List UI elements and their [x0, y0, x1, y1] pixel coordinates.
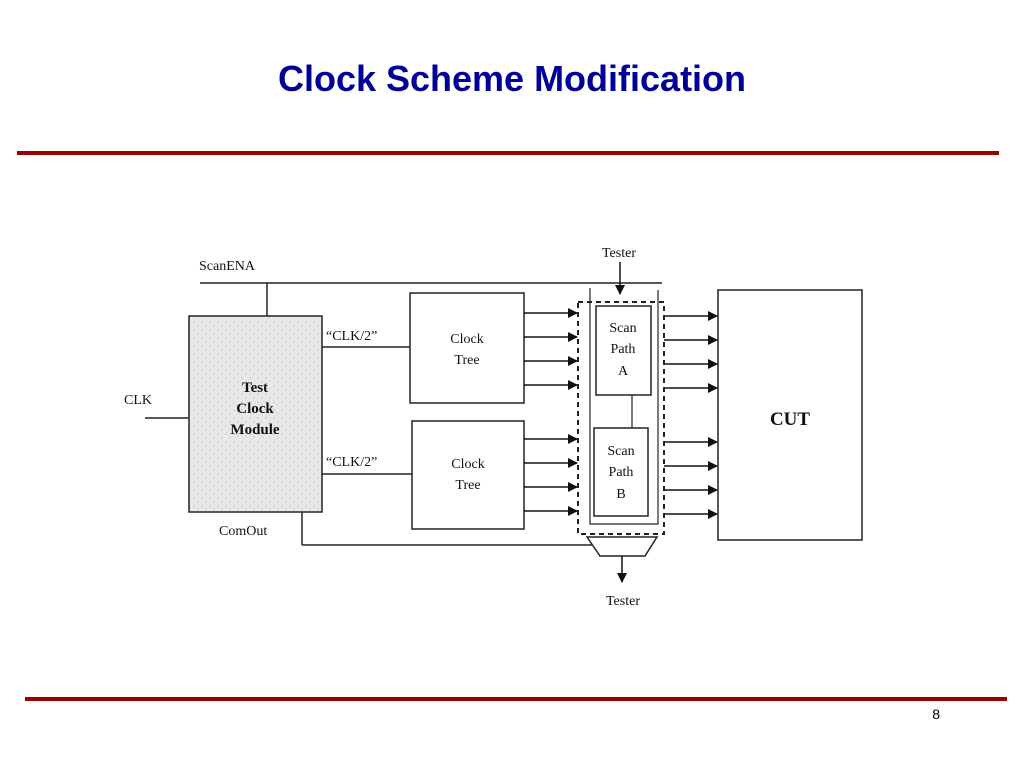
scan-ena-label: ScanENA — [199, 259, 256, 274]
cut-label: CUT — [770, 409, 810, 430]
bottom-divider — [25, 697, 1007, 701]
output-mux — [585, 536, 659, 557]
clock-tree-a-label-1: Clock — [450, 332, 483, 347]
scan-region-outline — [577, 301, 665, 535]
scan-path-a-label-2: Path — [611, 342, 636, 357]
test-clock-module-label-2: Clock — [236, 401, 274, 417]
scan-path-b-block — [593, 427, 649, 517]
cut-block — [717, 289, 863, 541]
clk-label: CLK — [124, 393, 152, 408]
scan-path-a-label-3: A — [618, 364, 629, 379]
page-number: 8 — [932, 706, 940, 722]
scan-path-a-block — [595, 305, 652, 396]
test-clock-module-label-3: Module — [230, 422, 280, 438]
tester-in-label: Tester — [602, 246, 636, 261]
clock-tree-b-label-2: Tree — [455, 478, 480, 493]
scan-chain-route — [589, 288, 659, 525]
clock-tree-b-block — [411, 420, 525, 530]
com-out-label: ComOut — [219, 524, 267, 539]
scan-path-b-label-1: Scan — [607, 444, 634, 459]
top-divider — [17, 151, 999, 155]
scan-path-b-label-3: B — [616, 487, 625, 502]
scan-path-b-label-2: Path — [609, 465, 634, 480]
tester-out-label: Tester — [606, 594, 640, 609]
clock-tree-b-label-1: Clock — [451, 457, 484, 472]
scan-path-a-label-1: Scan — [609, 321, 636, 336]
clock-tree-a-label-2: Tree — [454, 353, 479, 368]
clk-div2-label-a: “CLK/2” — [326, 329, 377, 344]
slide-title: Clock Scheme Modification — [277, 58, 747, 99]
clk-div2-label-b: “CLK/2” — [326, 455, 377, 470]
test-clock-module-label-1: Test — [242, 380, 268, 396]
clock-tree-a-block — [409, 292, 525, 404]
test-clock-module-block — [188, 315, 323, 513]
